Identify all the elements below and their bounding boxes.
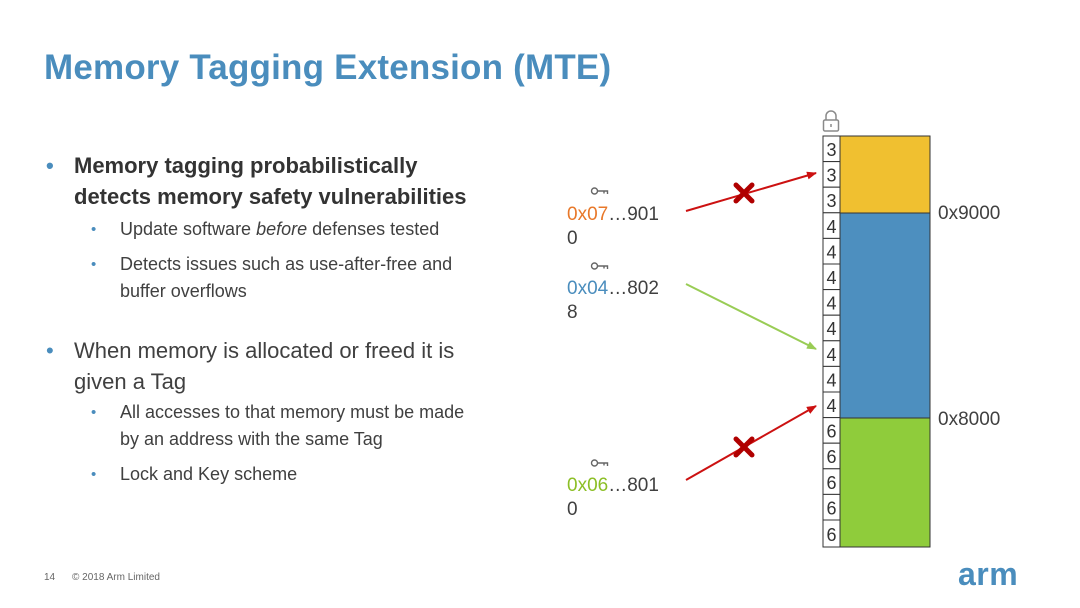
svg-text:6: 6: [826, 525, 836, 545]
bullet-2-line-1: When memory is allocated or freed it is: [74, 338, 455, 363]
svg-text:4: 4: [826, 396, 836, 416]
valid-access-arrow: [685, 283, 817, 350]
tag-cell: 3: [822, 186, 841, 214]
svg-text:4: 4: [826, 345, 836, 365]
key-icon: [590, 459, 609, 467]
pointer-address-1: 0x07…901 0: [567, 204, 659, 249]
svg-text:6: 6: [826, 447, 836, 467]
copyright: © 2018 Arm Limited: [72, 572, 160, 583]
tag-cell: 6: [822, 417, 841, 444]
svg-text:4: 4: [826, 294, 836, 314]
tag-cell: 3: [822, 135, 841, 163]
memory-region-tag-4: [839, 212, 931, 419]
bullet-1-line-2: detects memory safety vulnerabilities: [74, 184, 467, 209]
bullet-2: When memory is allocated or freed it is …: [44, 335, 544, 397]
page-number: 14: [44, 572, 56, 583]
invalid-access-arrow: [685, 171, 817, 212]
tag-cell: 4: [822, 212, 841, 239]
pointer-tag: 0x04: [567, 278, 609, 299]
boundary-address-lower: 0x8000: [938, 409, 1001, 430]
pointer-tag: 0x06: [567, 475, 609, 496]
x-mark-icon: [733, 436, 755, 458]
bullet-1: Memory tagging probabilistically detects…: [44, 150, 544, 212]
tag-cell: 3: [822, 161, 841, 188]
tag-cell: 4: [822, 340, 841, 367]
pointer-address-3: 0x06…801 0: [567, 475, 659, 520]
lock-icon: [822, 110, 840, 132]
tag-cell: 4: [822, 391, 841, 419]
tag-cell: 6: [822, 442, 841, 470]
svg-text:3: 3: [826, 191, 836, 211]
svg-text:4: 4: [826, 268, 836, 288]
tag-cell: 4: [822, 289, 841, 316]
x-mark-icon: [733, 182, 755, 204]
svg-text:6: 6: [826, 473, 836, 493]
key-icon: [590, 187, 609, 195]
sub-bullet-1-1: Update software before defenses tested: [44, 216, 544, 243]
memory-region-tag-6: [839, 417, 931, 548]
tag-cell: 4: [822, 365, 841, 393]
tag-cell: 4: [822, 314, 841, 342]
boundary-address-upper: 0x9000: [938, 203, 1001, 224]
pointer-tag: 0x07: [567, 204, 609, 225]
tag-cell: 4: [822, 263, 841, 291]
tag-cell: 6: [822, 519, 841, 548]
memory-region-tag-3: [839, 135, 931, 214]
svg-text:4: 4: [826, 217, 836, 237]
bullet-1-line-1: Memory tagging probabilistically: [74, 153, 418, 178]
svg-text:4: 4: [826, 370, 836, 390]
tag-cell: 6: [822, 468, 841, 495]
arm-logo: arm: [958, 556, 1019, 592]
sub-bullet-2-2: Lock and Key scheme: [44, 461, 544, 488]
svg-text:3: 3: [826, 166, 836, 186]
slide-title: Memory Tagging Extension (MTE): [44, 48, 612, 87]
tag-cell: 4: [822, 237, 841, 265]
svg-text:3: 3: [826, 140, 836, 160]
key-icon: [590, 262, 609, 270]
svg-text:6: 6: [826, 422, 836, 442]
svg-text:6: 6: [826, 498, 836, 518]
tag-cell: 6: [822, 493, 841, 521]
pointer-address-2: 0x04…802 8: [567, 278, 659, 323]
svg-text:4: 4: [826, 242, 836, 262]
sub-bullet-1-2: Detects issues such as use-after-free an…: [44, 251, 544, 305]
sub-bullet-2-1: All accesses to that memory must be made…: [44, 399, 544, 453]
bullet-list: Memory tagging probabilistically detects…: [44, 150, 544, 488]
emphasis-before: before: [256, 219, 308, 239]
svg-text:4: 4: [826, 319, 836, 339]
bullet-2-line-2: given a Tag: [74, 369, 187, 394]
tag-column: 3 3 3 4 4 4 4 4 4 4 4 6 6 6 6 6: [822, 135, 841, 548]
